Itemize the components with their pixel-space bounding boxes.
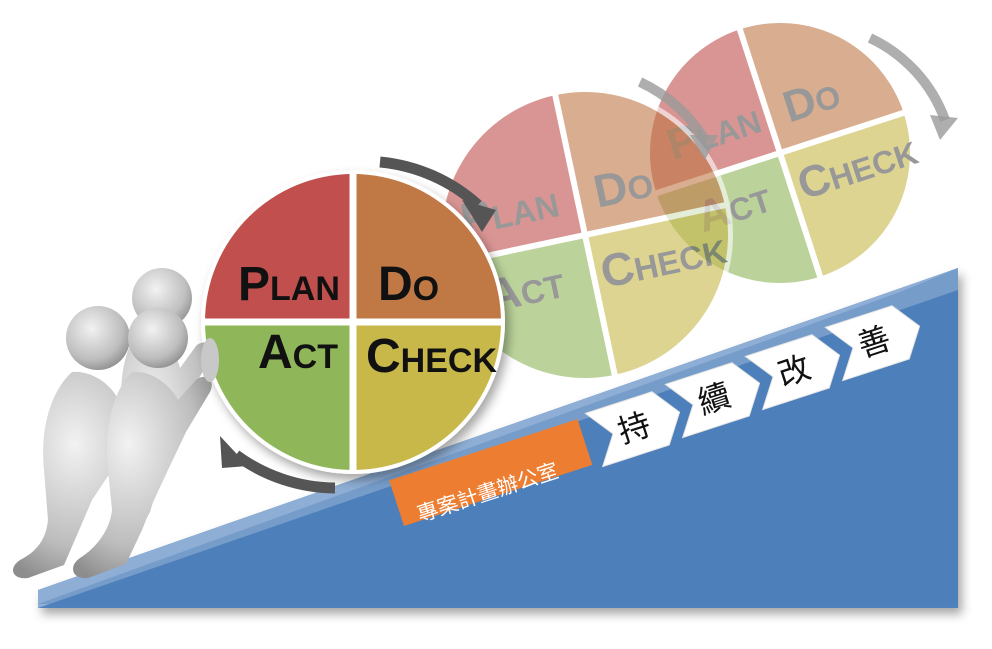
chevron-4: 善 [824,305,921,382]
act-label: ACT [258,326,338,379]
figure-hands [201,338,219,382]
check-label: CHECK [366,330,497,383]
chevron-3: 改 [744,334,841,411]
improvement-chevrons: 持 續 改 善 [584,305,921,468]
rotation-arrowhead-bottom [220,436,248,468]
do-label: DO [378,258,439,311]
chevron-2: 續 [664,362,761,439]
rotation-arrow-back [867,33,950,122]
pdca-wheel-front [201,170,505,474]
rotation-arrowhead-back [930,115,958,140]
rotation-arrowhead-middle [690,135,718,160]
rotation-arrow-middle [637,77,710,143]
rotation-arrowhead-top [462,200,496,232]
pdca-wheel-middle: PLAN DO ACT CHECK [437,87,733,383]
slope [38,268,958,608]
rotation-arrow-bottom [232,450,336,494]
figure-front [73,308,219,579]
chevron-1: 持 [584,391,681,468]
plan-label: PLAN [238,258,340,311]
rotation-arrow-top [379,156,482,210]
